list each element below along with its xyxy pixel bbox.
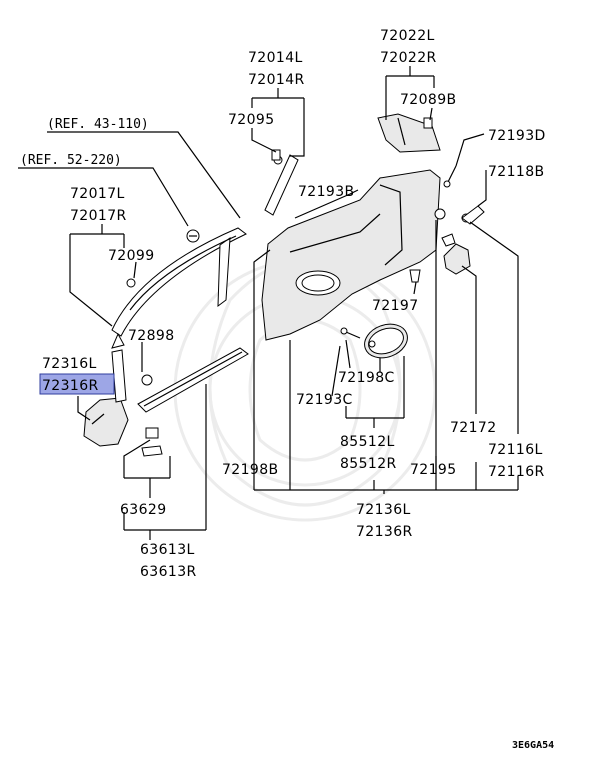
part-label-72014l: 72014L [248,50,303,66]
garnish-72022-part [377,113,441,153]
part-label-72099: 72099 [108,248,155,264]
part-label-85512l: 85512L [340,434,395,450]
part-label-72017r: 72017R [70,208,127,224]
pillar-trim-part [264,154,299,216]
part-labels: (REF. 43-110) (REF. 52-220) 72022L 72022… [20,28,554,751]
part-label-72116r: 72116R [488,464,545,480]
part-label-72022r: 72022R [380,50,437,66]
lower-trim-panel-part [83,374,153,447]
part-label-72118b: 72118B [488,164,545,180]
part-label-72198b: 72198B [222,462,279,478]
part-label-72316r: 72316R [42,378,99,394]
clip-72197-part [409,269,421,283]
part-label-72898: 72898 [128,328,175,344]
part-label-63613l: 63613L [140,542,195,558]
part-label-72022l: 72022L [380,28,435,44]
quarter-upper-trim-part [111,227,247,349]
screw-72193c-part [340,327,376,348]
part-label-72195: 72195 [410,462,457,478]
part-label-72316l: 72316L [42,356,97,372]
diagram-code: 3E6GA54 [512,740,554,751]
ref-label-52-220: (REF. 52-220) [20,153,122,168]
ref-label-43-110: (REF. 43-110) [47,117,149,132]
part-label-72136r: 72136R [356,524,413,540]
part-label-63629: 63629 [120,502,167,518]
clip-63629-part [141,427,163,457]
part-label-72172: 72172 [450,420,497,436]
sill-trim-part [137,347,249,413]
part-label-72017l: 72017L [70,186,125,202]
pillar-stripe-part [111,349,127,403]
part-label-63613r: 63613R [140,564,197,580]
part-label-72193d: 72193D [488,128,546,144]
part-label-72116l: 72116L [488,442,543,458]
part-label-72095: 72095 [228,112,275,128]
part-label-72193c: 72193C [296,392,353,408]
leader-lines [18,66,519,540]
highlight-box [39,373,115,395]
part-label-85512r: 85512R [340,456,397,472]
cap-72118b-part [461,205,485,225]
speaker-grille-part [364,323,408,359]
part-label-72197: 72197 [372,298,419,314]
clip-72099-part [126,229,200,288]
quarter-trim-panel-part [261,169,471,341]
part-label-72014r: 72014R [248,72,305,88]
part-label-72136l: 72136L [356,502,411,518]
part-label-72089b: 72089B [400,92,457,108]
part-label-72193b: 72193B [298,184,355,200]
clip-72095-part [271,149,281,161]
part-label-72198c: 72198C [338,370,395,386]
screw-72193d-part [443,165,457,188]
